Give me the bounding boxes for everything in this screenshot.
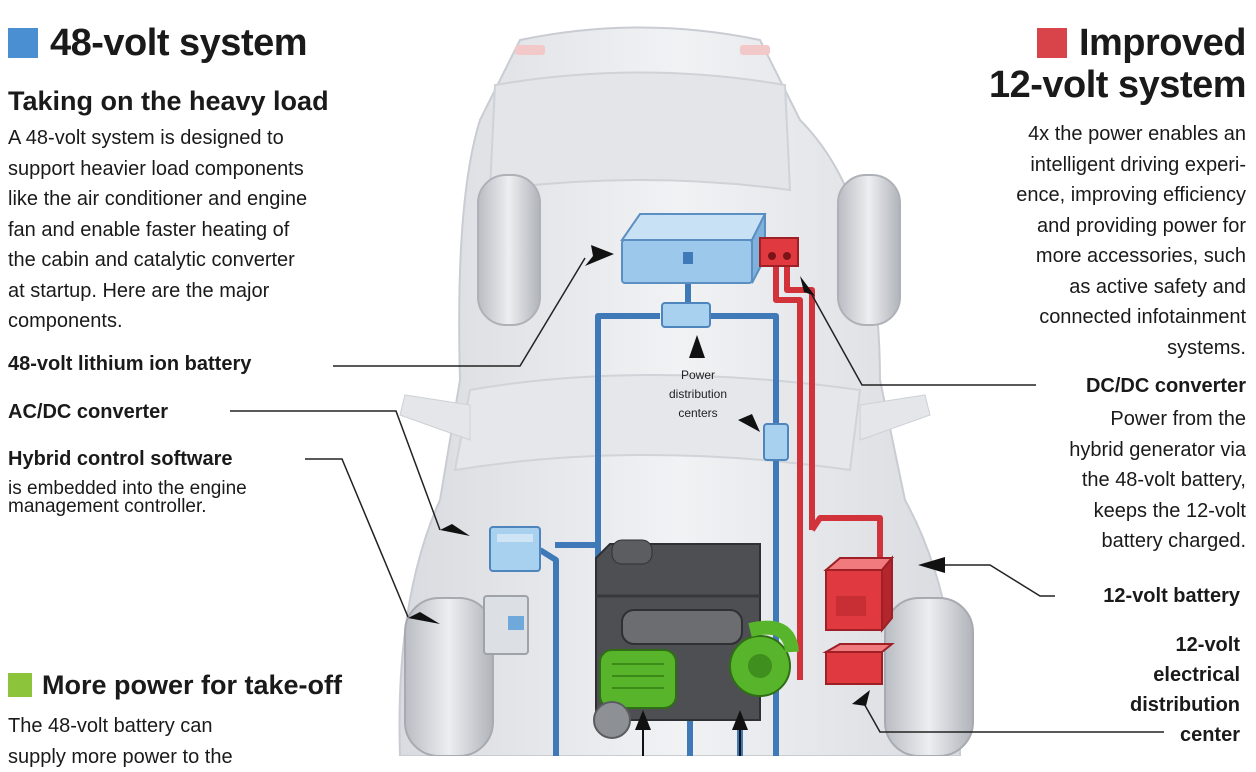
callout-line: distribution [640,385,756,404]
heading-48v: 48-volt system [8,22,307,64]
distribution-line: electrical [1040,660,1240,690]
heading-takeoff-text: More power for take-off [42,670,342,700]
body-48v-line: fan and enable faster heating of [8,215,408,246]
label-acdc-converter: AC/DC converter [8,400,168,424]
body-48v-line: at startup. Here are the major [8,276,408,307]
body-12v-line: systems. [916,333,1246,364]
body-12v-line: intelligent driving experi- [916,150,1246,181]
callout-line: Power [640,366,756,385]
body-takeoff-line: The 48-volt battery can [8,711,328,742]
heading-48v-text: 48-volt system [50,22,307,64]
body-takeoff: The 48-volt battery can supply more powe… [8,711,328,772]
dcdc-converter [760,238,798,266]
heading-12v-text: Improved [1079,22,1246,64]
body-48v-line: components. [8,306,408,337]
body-12v: 4x the power enables an intelligent driv… [916,119,1246,363]
heading-12v-line2: 12-volt system [926,64,1246,106]
body-48v: A 48-volt system is designed to support … [8,123,408,337]
battery-48v [622,214,765,283]
body-12v-line: more accessories, such [916,241,1246,272]
dcdc-description: Power from the hybrid generator via the … [986,404,1246,557]
engine-controller [484,596,528,654]
body-takeoff-line: supply more power to the [8,742,328,772]
dcdc-line: hybrid generator via [986,435,1246,466]
heading-takeoff: More power for take-off [8,670,342,700]
dcdc-line: battery charged. [986,526,1246,557]
callout-line: centers [640,404,756,423]
body-12v-line: 4x the power enables an [916,119,1246,150]
distribution-line: 12-volt [1040,630,1240,660]
dcdc-line: keeps the 12-volt [986,496,1246,527]
label-hybrid-software: Hybrid control software [8,447,232,471]
software-description: is embedded into the engine management c… [8,480,247,516]
distribution-line: center [1040,720,1240,750]
heading-12v: Improved 12-volt system [926,22,1246,106]
body-48v-line: A 48-volt system is designed to [8,123,408,154]
body-12v-line: connected infotainment [916,302,1246,333]
dcdc-line: the 48-volt battery, [986,465,1246,496]
distribution-center-12v [826,644,892,684]
swatch-12v [1037,28,1067,58]
body-12v-line: and providing power for [916,211,1246,242]
power-distribution-center-lower [764,424,788,460]
dcdc-line: Power from the [986,404,1246,435]
subheading-heavy-load: Taking on the heavy load [8,86,329,116]
swatch-takeoff [8,673,32,697]
label-12v-battery: 12-volt battery [1020,584,1240,608]
distribution-line: distribution [1040,690,1240,720]
heading-12v-line1: Improved [926,22,1246,64]
body-48v-line: support heavier load components [8,154,408,185]
power-distribution-center-upper [662,303,710,327]
label-48v-battery: 48-volt lithium ion battery [8,352,251,376]
swatch-48v [8,28,38,58]
callout-power-distribution: Power distribution centers [640,366,756,423]
label-12v-distribution-center: 12-volt electrical distribution center [1040,630,1240,750]
label-dcdc-converter: DC/DC converter [986,374,1246,398]
acdc-converter [490,527,540,571]
body-12v-line: as active safety and [916,272,1246,303]
body-48v-line: the cabin and catalytic converter [8,245,408,276]
battery-12v [826,558,892,630]
body-48v-line: like the air conditioner and engine [8,184,408,215]
software-line: management controller. [8,498,247,516]
body-12v-line: ence, improving efficiency [916,180,1246,211]
